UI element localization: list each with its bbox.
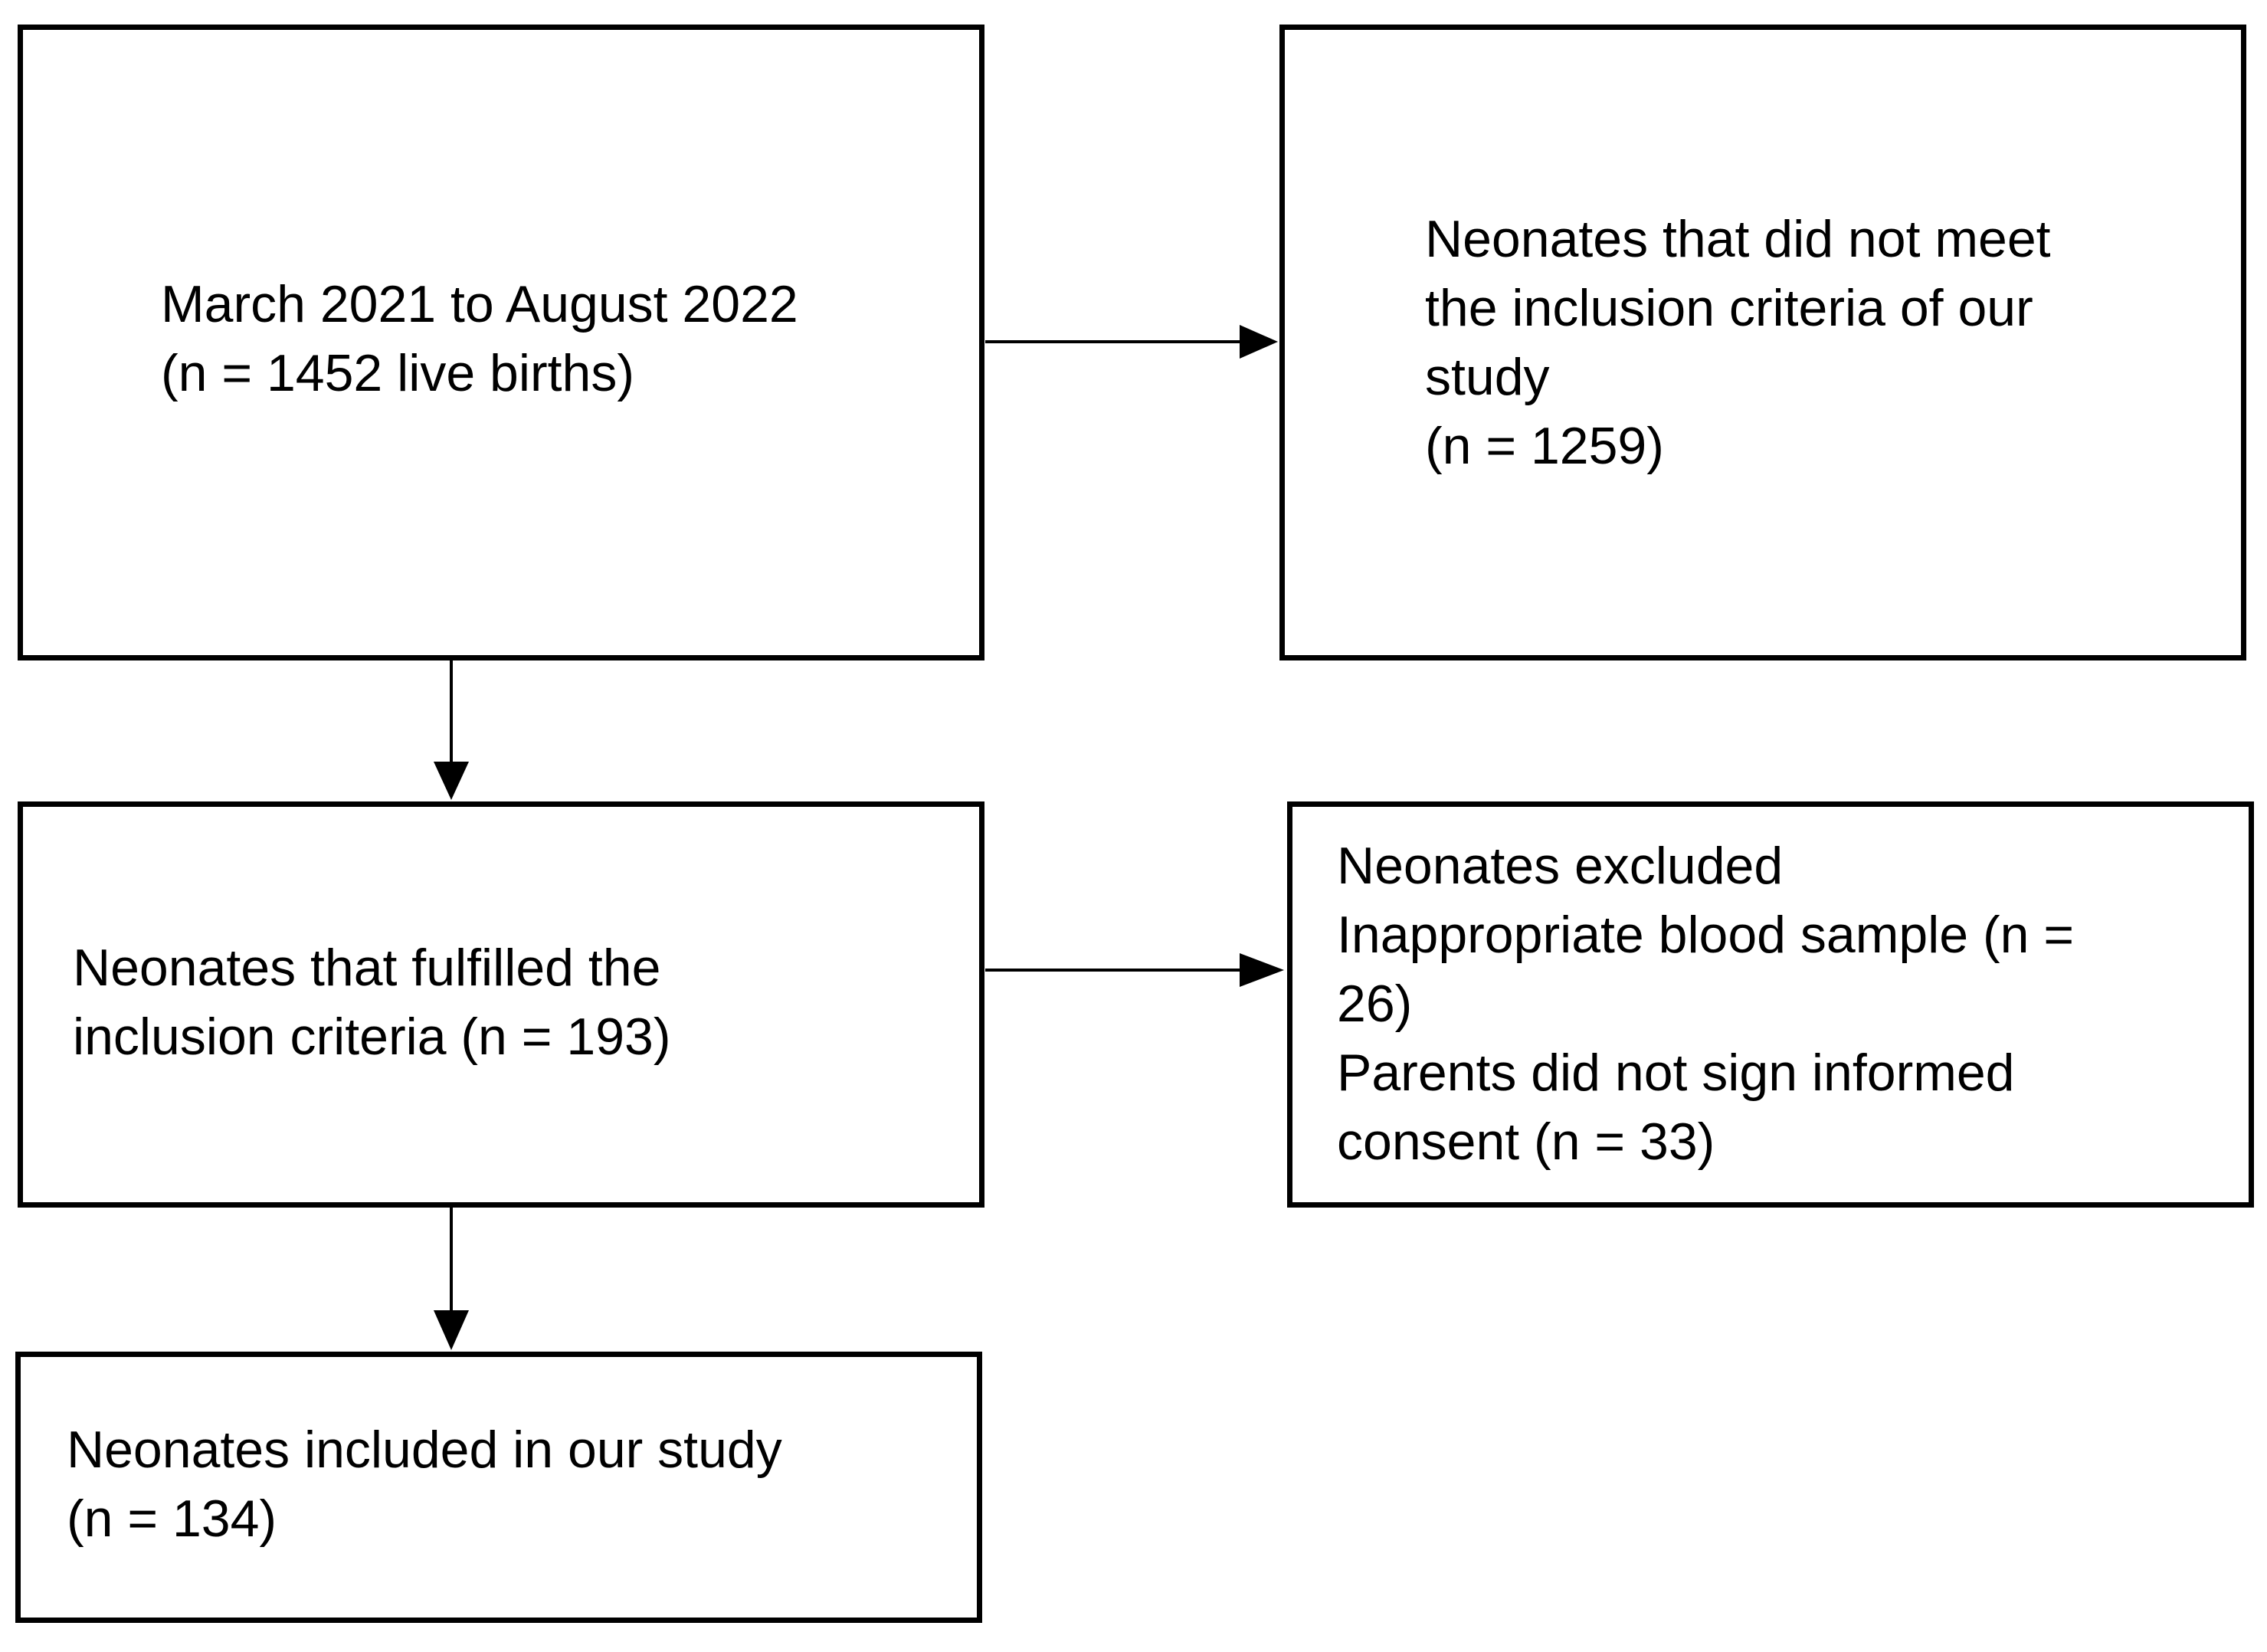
box-included-line-2: (n = 134) (67, 1490, 277, 1548)
box-excluded-line-1: Neonates excluded (1337, 837, 1784, 895)
box-not-meeting-criteria-text: Neonates that did not meet the inclusion… (1425, 205, 2051, 480)
box-not-meeting-criteria-line-4: (n = 1259) (1425, 417, 1664, 475)
box-live-births-text: March 2021 to August 2022 (n = 1452 live… (161, 270, 798, 408)
box-excluded-line-5: consent (n = 33) (1337, 1113, 1715, 1171)
box-included-text: Neonates included in our study (n = 134) (67, 1415, 782, 1553)
arrowhead-right-icon (1240, 325, 1278, 359)
box-excluded-text: Neonates excluded Inappropriate blood sa… (1337, 831, 2074, 1176)
box-not-meeting-criteria (1279, 25, 2246, 660)
box-excluded-line-4: Parents did not sign informed (1337, 1044, 2015, 1102)
arrowhead-down-icon (434, 1310, 469, 1350)
box-excluded (1287, 801, 2254, 1208)
box-fulfilled-criteria-line-1: Neonates that fulfilled the (73, 939, 661, 997)
box-not-meeting-criteria-line-3: study (1425, 348, 1550, 406)
box-excluded-line-3: 26) (1337, 975, 1413, 1033)
box-fulfilled-criteria-text: Neonates that fulfilled the inclusion cr… (73, 933, 670, 1071)
box-live-births (18, 25, 984, 660)
box-not-meeting-criteria-line-2: the inclusion criteria of our (1425, 279, 2033, 337)
arrowhead-right-icon (1240, 953, 1284, 987)
arrowhead-down-icon (434, 762, 469, 800)
box-live-births-line-1: March 2021 to August 2022 (161, 275, 798, 333)
box-fulfilled-criteria (18, 801, 984, 1208)
box-included-line-1: Neonates included in our study (67, 1421, 782, 1479)
box-excluded-line-2: Inappropriate blood sample (n = (1337, 906, 2075, 964)
box-not-meeting-criteria-line-1: Neonates that did not meet (1425, 210, 2051, 268)
box-included (15, 1352, 982, 1623)
box-live-births-line-2: (n = 1452 live births) (161, 344, 634, 402)
box-fulfilled-criteria-line-2: inclusion criteria (n = 193) (73, 1008, 671, 1066)
